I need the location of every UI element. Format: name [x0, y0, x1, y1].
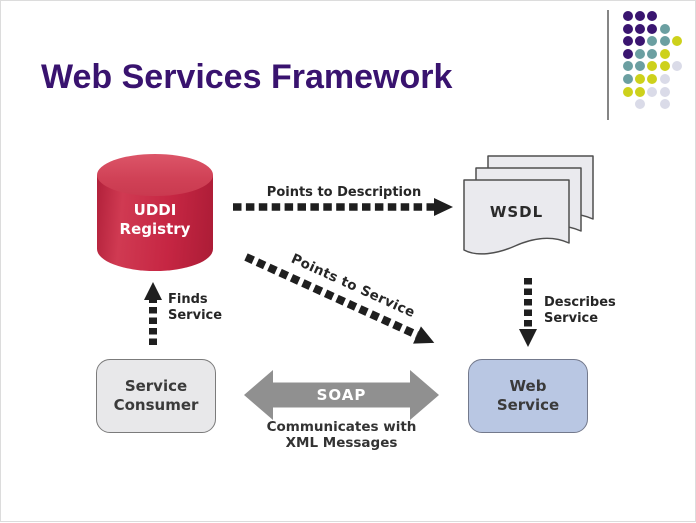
decor-dot-row [623, 48, 684, 62]
decor-dot-row [623, 36, 684, 49]
arrowhead-diagonal-icon [413, 326, 435, 344]
decor-dot-row [623, 99, 684, 112]
describes-service-label-line2: Service [544, 311, 599, 326]
decor-dot-icon [635, 36, 646, 47]
decor-dot-icon [659, 23, 670, 34]
node-service-consumer: Service Consumer [96, 359, 216, 433]
arrowhead-up-icon [144, 282, 162, 300]
decor-dot-icon [647, 73, 658, 84]
decor-dot-icon [647, 61, 658, 72]
uddi-label-line1: UDDI [133, 201, 177, 219]
decor-dot-icon [623, 11, 633, 21]
wsdl-label: WSDL [489, 203, 544, 221]
describes-service-label-line1: Describes [544, 295, 616, 310]
uddi-cylinder-top [97, 154, 213, 196]
soap-caption: Communicates with XML Messages [241, 419, 442, 451]
points-to-description-label: Points to Description [266, 185, 422, 200]
wsdl-document-stack [463, 155, 594, 255]
decor-dot-icon [635, 73, 646, 84]
arrow-points-to-description [233, 198, 453, 216]
decor-vertical-line [607, 10, 609, 120]
decor-dot-row [623, 61, 684, 74]
decor-dot-icon [659, 99, 670, 110]
service-consumer-label-line2: Consumer [113, 396, 199, 414]
decor-dot-icon [659, 48, 670, 59]
decor-dot-icon [647, 48, 658, 59]
decor-dot-icon [623, 36, 633, 47]
decor-dot-icon [659, 73, 670, 84]
decor-dot-grid [623, 11, 684, 112]
finds-service-label-line2: Service [168, 308, 223, 323]
decor-dot-icon [635, 99, 646, 110]
finds-service-label-line1: Finds [168, 292, 208, 307]
arrowhead-down-icon [519, 329, 537, 347]
arrow-points-to-service [244, 253, 435, 344]
decor-dot-icon [647, 36, 658, 47]
page-title: Web Services Framework [41, 58, 453, 96]
decor-dot-icon [623, 23, 633, 34]
decor-dot-row [623, 73, 684, 87]
finds-service-label: Finds Service [168, 292, 222, 324]
decor-dot-icon [647, 11, 658, 21]
soap-double-arrow [244, 370, 439, 420]
decor-dot-icon [635, 86, 646, 97]
decor-dot-icon [623, 73, 633, 84]
decor-dot-icon [659, 86, 670, 97]
arrow-describes-service [519, 278, 537, 347]
decor-dot-row [623, 23, 684, 37]
decor-dot-icon [623, 61, 633, 72]
node-web-service: Web Service [468, 359, 588, 433]
decor-dot-icon [635, 11, 646, 21]
decor-dot-icon [647, 86, 658, 97]
describes-service-label: Describes Service [544, 295, 616, 327]
decor-dot-icon [623, 48, 633, 59]
decor-dot-icon [647, 23, 658, 34]
soap-caption-line2: XML Messages [285, 435, 398, 451]
web-service-label-line2: Service [496, 396, 560, 414]
decor-dot-icon [671, 61, 682, 72]
decor-dot-icon [659, 61, 670, 72]
web-service-label-line1: Web [509, 377, 547, 395]
decor-dot-icon [635, 61, 646, 72]
wsdl-page-front [463, 179, 570, 255]
decor-dot-icon [671, 36, 682, 47]
decor-dot-icon [635, 23, 646, 34]
decor-dot-icon [659, 36, 670, 47]
decor-dot-row [623, 11, 684, 24]
decor-dot-icon [623, 86, 633, 97]
soap-label: SOAP [316, 386, 367, 404]
decor-dot-icon [635, 48, 646, 59]
decor-dot-row [623, 86, 684, 100]
uddi-label-line2: Registry [119, 220, 191, 238]
arrowhead-right-icon [434, 198, 453, 216]
service-consumer-label-line1: Service [124, 377, 188, 395]
soap-caption-line1: Communicates with [266, 419, 417, 435]
uddi-label: UDDI Registry [97, 201, 213, 239]
arrow-finds-service [144, 282, 162, 345]
node-uddi-registry: UDDI Registry [97, 154, 213, 271]
